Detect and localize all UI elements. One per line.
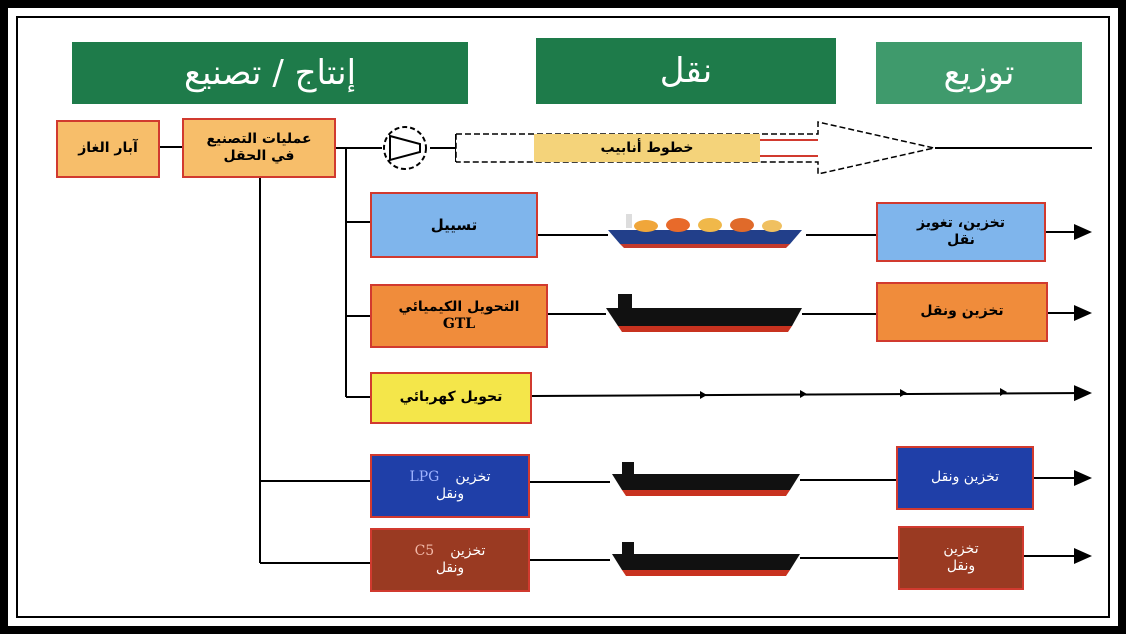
header-production: إنتاج / تصنيع bbox=[72, 42, 468, 104]
gtl-line2: GTL bbox=[442, 316, 476, 332]
c5-line1-code: C5 bbox=[414, 542, 435, 559]
gas-wells-box: آبار الغاز bbox=[56, 120, 160, 178]
field-processing-line1: عمليات التصنيع bbox=[206, 130, 312, 147]
lpg-line1-storage: تخزين bbox=[455, 468, 491, 485]
lng-tanker-icon bbox=[608, 214, 802, 248]
liquefaction-box: تسييل bbox=[370, 192, 538, 258]
lpg-distribution-box: تخزين ونقل bbox=[896, 446, 1034, 510]
field-processing-box: عمليات التصنيع في الحقل bbox=[182, 118, 336, 178]
c5-distribution-line1: تخزين bbox=[943, 540, 979, 557]
gas-wells-label: آبار الغاز bbox=[78, 140, 138, 157]
tanker-ship-icon bbox=[612, 542, 800, 576]
electric-conversion-label: تحويل كهربائي bbox=[399, 389, 503, 406]
header-distribution: توزيع bbox=[876, 42, 1082, 104]
liquefaction-label: تسييل bbox=[430, 215, 478, 234]
lpg-line1-code: LPG bbox=[409, 468, 440, 485]
lng-storage-box: تخزين، تغويز نقل bbox=[876, 202, 1046, 262]
tanker-ship-icon bbox=[606, 294, 802, 332]
gtl-storage-box: تخزين ونقل bbox=[876, 282, 1048, 342]
c5-box: تخزين C5 ونقل bbox=[370, 528, 530, 592]
c5-line1-storage: تخزين bbox=[450, 542, 486, 559]
lng-storage-line1: تخزين، تغويز bbox=[917, 214, 1006, 231]
gtl-box: التحويل الكيميائي GTL bbox=[370, 284, 548, 348]
compressor-icon bbox=[383, 126, 427, 170]
field-processing-line2: في الحقل bbox=[223, 148, 295, 164]
pipeline-arrow-icon bbox=[456, 121, 935, 175]
c5-distribution-line2: ونقل bbox=[946, 558, 976, 574]
tanker-ship-icon bbox=[612, 462, 800, 496]
pipelines-label: خطوط أنابيب bbox=[600, 140, 694, 156]
lpg-distribution-label: تخزين ونقل bbox=[931, 469, 1000, 486]
electric-conversion-box: تحويل كهربائي bbox=[370, 372, 532, 424]
c5-distribution-box: تخزين ونقل bbox=[898, 526, 1024, 590]
c5-line2: ونقل bbox=[435, 560, 465, 576]
lng-storage-line2: نقل bbox=[947, 232, 975, 248]
lpg-line2: ونقل bbox=[435, 486, 465, 502]
gtl-storage-label: تخزين ونقل bbox=[920, 303, 1004, 320]
header-transport: نقل bbox=[536, 38, 836, 104]
lpg-box: تخزين LPG ونقل bbox=[370, 454, 530, 518]
gtl-line1: التحويل الكيميائي bbox=[398, 298, 520, 315]
